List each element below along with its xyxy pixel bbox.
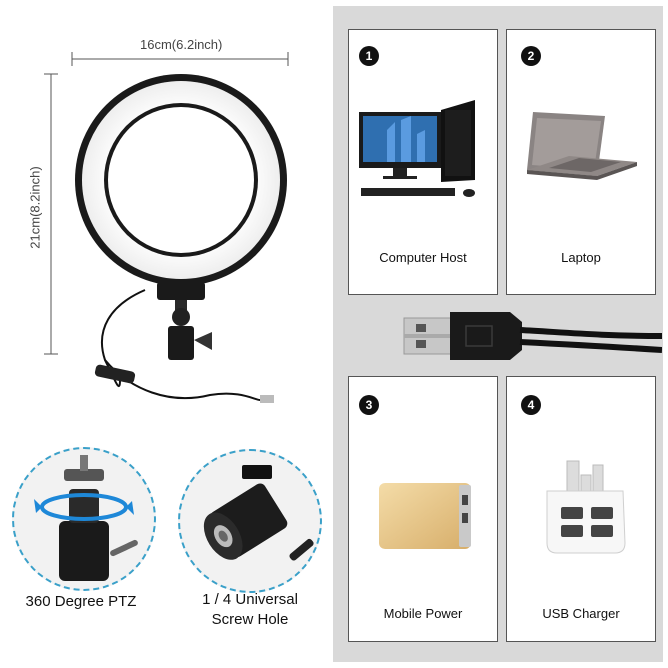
usb-cable-image	[403, 312, 662, 360]
width-dimension-label: 16cm(6.2inch)	[140, 37, 223, 52]
height-dimension-line	[44, 73, 58, 355]
height-dimension-label: 21cm(8.2inch)	[27, 166, 43, 249]
laptop-icon	[527, 112, 637, 180]
screw-hole-caption: 1 / 4 Universal Screw Hole	[170, 590, 330, 630]
screw-hole-caption-line1: 1 / 4 Universal	[202, 591, 298, 608]
product-dimension-area: 16cm(6.2inch) 21cm(8.2inch)	[0, 0, 330, 420]
usb-charger-icon	[546, 460, 626, 554]
card-number-badge: 1	[359, 46, 379, 66]
card-label: Computer Host	[379, 250, 467, 265]
card-label: Laptop	[561, 250, 601, 265]
card-number-badge: 2	[521, 46, 541, 66]
ptz-caption: 360 Degree PTZ	[25, 593, 137, 610]
ptz-feature-image	[12, 447, 156, 591]
screw-hole-feature-image	[178, 449, 322, 593]
power-bank-icon	[379, 483, 471, 549]
card-number-badge: 4	[521, 395, 541, 415]
card-laptop: 2 Laptop	[506, 29, 656, 295]
card-label: Mobile Power	[383, 606, 463, 621]
card-label: USB Charger	[542, 606, 620, 621]
card-usb-charger: 4 USB Charger	[506, 376, 656, 642]
desktop-computer-icon	[359, 100, 475, 197]
card-mobile-power: 3 Mobile Power	[348, 376, 498, 642]
card-number-badge: 3	[359, 395, 379, 415]
card-computer-host: 1 Computer Host	[348, 29, 498, 295]
ring-light-image	[75, 74, 287, 403]
screw-hole-caption-line2: Screw Hole	[211, 611, 289, 628]
width-dimension-line	[71, 52, 289, 66]
